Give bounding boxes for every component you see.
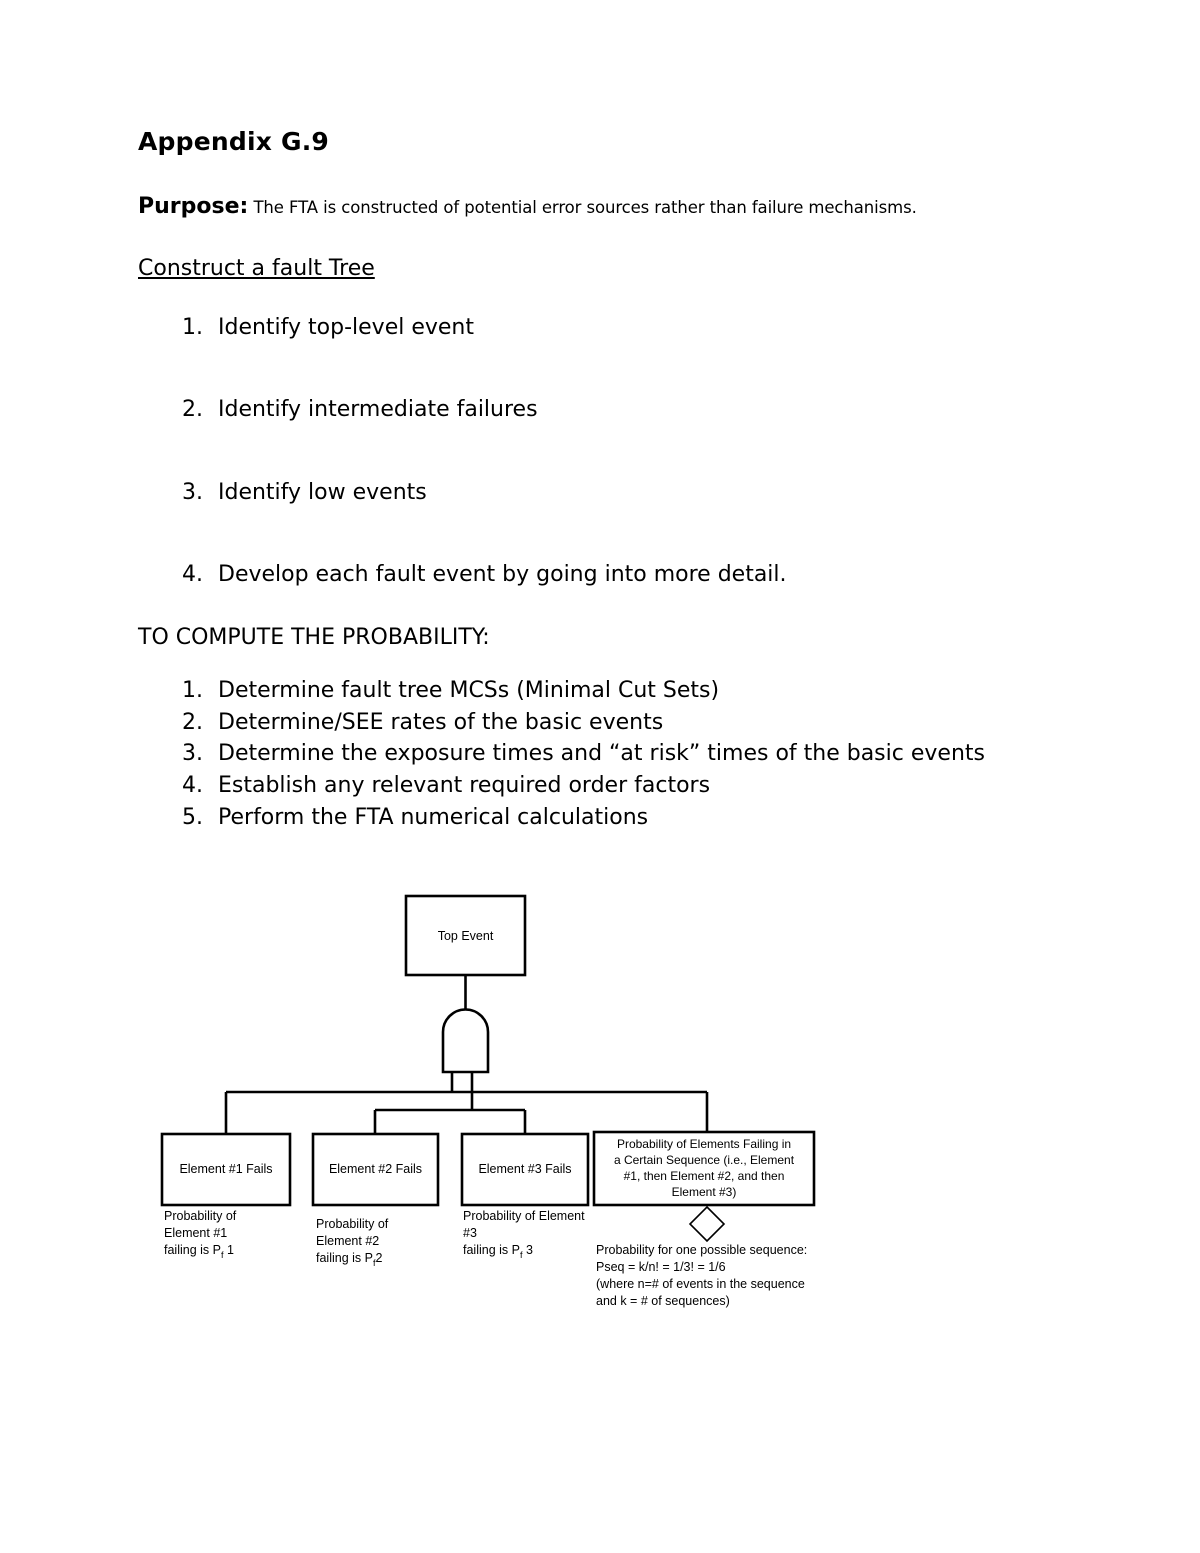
sequence-box-line-1: Probability of Elements Failing in bbox=[617, 1137, 791, 1151]
caption-1-line-3: failing is Pf 1 bbox=[164, 1243, 234, 1260]
fault-tree-diagram: Top Event Element #1 Fails Element #2 Fa… bbox=[0, 860, 1200, 1340]
event-box-1-label: Element #1 Fails bbox=[179, 1162, 272, 1176]
purpose-text: The FTA is constructed of potential erro… bbox=[248, 197, 917, 217]
sequence-box-line-3: #1, then Element #2, and then bbox=[624, 1169, 785, 1183]
list-item: Identify low events bbox=[210, 480, 1068, 505]
top-event-label: Top Event bbox=[438, 929, 494, 943]
list-item: Identify intermediate failures bbox=[210, 397, 1068, 422]
caption-2-prob-post: 2 bbox=[376, 1251, 383, 1265]
list-item: Develop each fault event by going into m… bbox=[210, 562, 1068, 587]
construct-heading-wrap: Construct a fault Tree bbox=[138, 256, 1068, 315]
event-box-3-label: Element #3 Fails bbox=[478, 1162, 571, 1176]
sequence-note-line-2: Pseq = k/n! = 1/3! = 1/6 bbox=[596, 1260, 726, 1274]
page-title: Appendix G.9 bbox=[138, 127, 329, 156]
list-item: Determine the exposure times and “at ris… bbox=[210, 738, 1068, 770]
list-item: Determine fault tree MCSs (Minimal Cut S… bbox=[210, 675, 1068, 707]
connector-bus-inner bbox=[373, 1108, 527, 1134]
construct-steps-list: Identify top-level event Identify interm… bbox=[138, 315, 1068, 587]
caption-3-line-2: #3 bbox=[463, 1226, 477, 1240]
caption-1-line-2: Element #1 bbox=[164, 1226, 227, 1240]
compute-steps-list: Determine fault tree MCSs (Minimal Cut S… bbox=[138, 675, 1068, 834]
purpose-paragraph: Purpose: The FTA is constructed of poten… bbox=[138, 194, 1068, 220]
sequence-box-line-4: Element #3) bbox=[672, 1185, 737, 1199]
caption-1-prob-pre: failing is P bbox=[164, 1243, 221, 1257]
top-event-box bbox=[404, 894, 527, 977]
caption-2-prob-subscript: f bbox=[373, 1258, 376, 1268]
caption-2-prob-pre: failing is P bbox=[316, 1251, 373, 1265]
undeveloped-event-diamond-icon bbox=[688, 1205, 726, 1243]
list-item: Perform the FTA numerical calculations bbox=[210, 802, 1068, 834]
caption-3-line-3: failing is Pf 3 bbox=[463, 1243, 533, 1260]
document-text-body: Appendix G.9 Purpose: The FTA is constru… bbox=[138, 128, 1068, 834]
caption-3-prob-pre: failing is P bbox=[463, 1243, 520, 1257]
caption-3-line-1: Probability of Element bbox=[463, 1209, 585, 1223]
and-gate-icon bbox=[441, 1008, 490, 1074]
list-item: Determine/SEE rates of the basic events bbox=[210, 707, 1068, 739]
caption-3-prob-post: 3 bbox=[523, 1243, 533, 1257]
event-box-1 bbox=[160, 1132, 292, 1207]
caption-2-line-2: Element #2 bbox=[316, 1234, 379, 1248]
event-box-2 bbox=[311, 1132, 440, 1207]
sequence-box-line-2: a Certain Sequence (i.e., Element bbox=[614, 1153, 795, 1167]
sequence-note-line-4: and k = # of sequences) bbox=[596, 1294, 730, 1308]
caption-1-prob-subscript: f bbox=[221, 1250, 224, 1260]
compute-probability-heading: TO COMPUTE THE PROBABILITY: bbox=[138, 625, 490, 651]
event-box-2-label: Element #2 Fails bbox=[329, 1162, 422, 1176]
event-box-3 bbox=[460, 1132, 590, 1207]
caption-1-prob-post: 1 bbox=[224, 1243, 234, 1257]
sequence-note-line-3: (where n=# of events in the sequence bbox=[596, 1277, 805, 1291]
construct-fault-tree-heading: Construct a fault Tree bbox=[138, 255, 375, 281]
caption-3-prob-subscript: f bbox=[520, 1250, 523, 1260]
sequence-probability-box bbox=[592, 1130, 816, 1207]
sequence-note-line-1: Probability for one possible sequence: bbox=[596, 1243, 807, 1257]
purpose-label: Purpose: bbox=[138, 193, 249, 219]
caption-2-line-1: Probability of bbox=[316, 1217, 389, 1231]
list-item: Identify top-level event bbox=[210, 315, 1068, 340]
caption-1-line-1: Probability of bbox=[164, 1209, 237, 1223]
connector-bus-outer bbox=[224, 1090, 709, 1134]
caption-2-line-3: failing is Pf2 bbox=[316, 1251, 383, 1268]
list-item: Establish any relevant required order fa… bbox=[210, 770, 1068, 802]
